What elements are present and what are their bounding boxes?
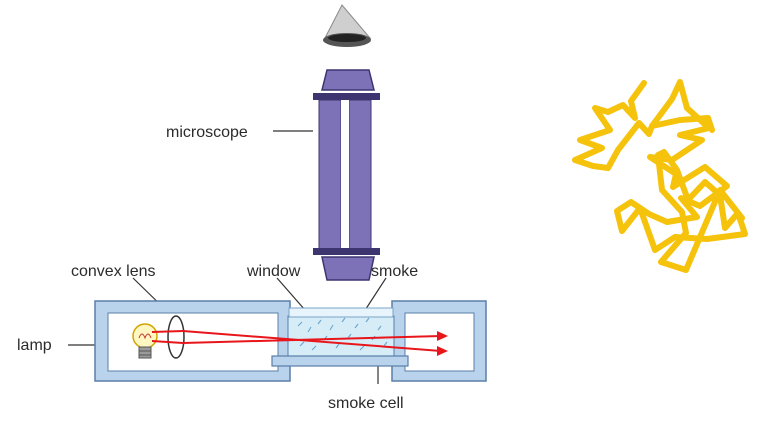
ray-arrowheads — [437, 331, 448, 356]
label-window: window — [246, 263, 301, 280]
smoke-particles — [297, 317, 388, 351]
microscope — [313, 69, 380, 281]
label-lamp: lamp — [17, 337, 52, 354]
convex-lens-icon — [167, 315, 185, 359]
light-rays — [151, 330, 442, 352]
label-smoke-cell: smoke cell — [328, 395, 404, 412]
label-convex-lens: convex lens — [71, 263, 156, 280]
brownian-path-sketch — [572, 79, 748, 273]
label-smoke: smoke — [371, 263, 418, 280]
label-microscope: microscope — [166, 124, 248, 141]
exit-box — [391, 300, 487, 382]
eyepiece-icon — [323, 4, 372, 47]
light-bulb-icon — [132, 323, 158, 359]
